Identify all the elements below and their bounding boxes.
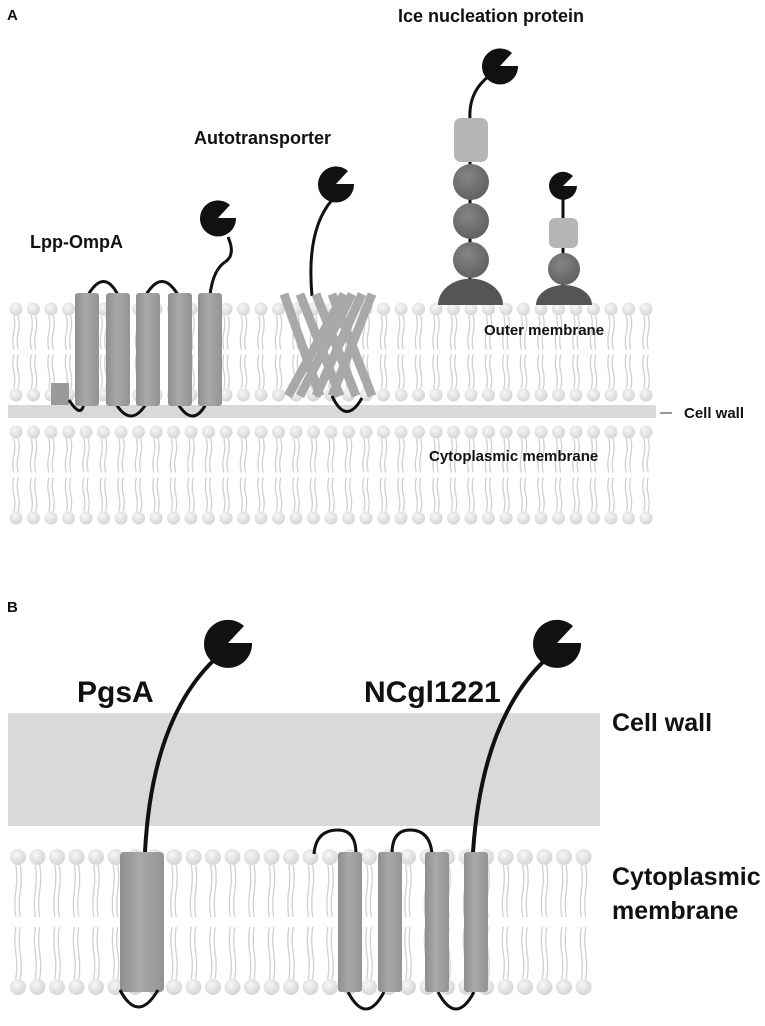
ice-nucleation-protein-small (536, 171, 592, 305)
ice-nucleation-protein-large (438, 48, 519, 305)
lpp-anchor (51, 383, 69, 405)
inp-small-cap-domain (549, 218, 578, 248)
inp-large-repeat-2 (453, 203, 489, 239)
inp-small-pacman-icon (549, 171, 577, 200)
panel-a-letter: A (7, 7, 18, 24)
pgsa-helix (120, 852, 164, 992)
ompa-loops (86, 236, 233, 418)
ncgl-linker (471, 658, 547, 853)
membrane-label-b: membrane (612, 897, 739, 925)
ompa-helices (75, 293, 222, 406)
cell-wall-label-a: Cell wall (684, 405, 744, 422)
autotransporter-pacman-icon (318, 166, 355, 203)
ncgl1221-protein (312, 619, 582, 1011)
cytoplasmic-membrane-bilayer-b (10, 849, 592, 995)
ncgl1221-label: NCgl1221 (364, 676, 501, 709)
inp-small-anchor (536, 285, 592, 305)
cell-wall-layer (8, 405, 656, 418)
inp-large-anchor (438, 278, 503, 305)
inp-large-repeat-1 (453, 164, 489, 200)
inp-small-repeat (548, 253, 580, 285)
beta-barrel (279, 291, 377, 399)
autotransporter-label: Autotransporter (194, 128, 331, 148)
pgsa-label: PgsA (77, 676, 154, 709)
cell-wall-label-b: Cell wall (612, 709, 712, 737)
cytoplasmic-membrane-label-a: Cytoplasmic membrane (429, 448, 598, 465)
panel-b: B PgsA (7, 599, 761, 1011)
lpp-ompa-pacman-icon (200, 200, 237, 237)
inp-large-linker (468, 72, 493, 121)
inp-large-pacman-icon (482, 48, 519, 85)
ncgl-helices (338, 852, 488, 992)
inp-large-repeat-3 (453, 242, 489, 278)
ncgl-loops (312, 828, 476, 1011)
panel-b-letter: B (7, 599, 18, 616)
autotransporter-protein (279, 166, 377, 413)
pgsa-pacman-icon (204, 619, 253, 668)
lpp-ompa-label: Lpp-OmpA (30, 232, 123, 252)
lpp-ompa-protein (51, 200, 237, 418)
ice-nucleation-label: Ice nucleation protein (398, 6, 584, 26)
pgsa-linker (143, 658, 216, 853)
autotransporter-linker (309, 199, 334, 297)
ncgl-pacman-icon (533, 619, 582, 668)
cytoplasmic-membrane-bilayer (9, 425, 653, 525)
pgsa-loop (118, 989, 160, 1009)
cell-wall-layer-b (8, 713, 600, 826)
autotransporter-loop (330, 395, 364, 413)
outer-membrane-label: Outer membrane (484, 322, 604, 339)
panel-a: A Lpp-OmpA (7, 6, 744, 525)
pgsa-protein (118, 619, 253, 1009)
cytoplasmic-label-b: Cytoplasmic (612, 863, 761, 891)
inp-large-cap-domain (454, 118, 488, 162)
